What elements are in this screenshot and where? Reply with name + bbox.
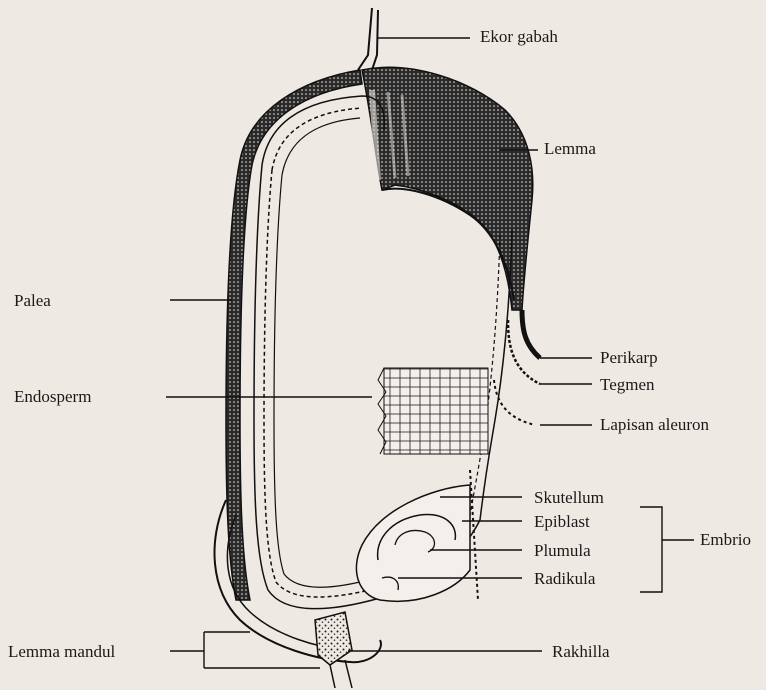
label-palea: Palea xyxy=(14,292,51,309)
label-lemma-mandul: Lemma mandul xyxy=(8,643,115,660)
label-lapisan-aleuron: Lapisan aleuron xyxy=(600,416,709,433)
label-epiblast: Epiblast xyxy=(534,513,590,530)
endosperm-cells xyxy=(378,368,488,454)
rakhilla-shape xyxy=(315,612,352,688)
lemma-shape xyxy=(362,67,533,310)
label-rakhilla: Rakhilla xyxy=(552,643,610,660)
palea-shape xyxy=(226,70,362,600)
label-embrio: Embrio xyxy=(700,531,751,548)
label-tegmen: Tegmen xyxy=(600,376,655,393)
label-plumula: Plumula xyxy=(534,542,591,559)
peeled-layers xyxy=(494,310,540,425)
label-endosperm: Endosperm xyxy=(14,388,91,405)
embryo-shape xyxy=(356,470,478,601)
label-radikula: Radikula xyxy=(534,570,595,587)
label-ekor-gabah: Ekor gabah xyxy=(480,28,558,45)
label-perikarp: Perikarp xyxy=(600,349,658,366)
label-lemma: Lemma xyxy=(544,140,596,157)
ekor-gabah-shape xyxy=(358,8,378,70)
label-skutellum: Skutellum xyxy=(534,489,604,506)
